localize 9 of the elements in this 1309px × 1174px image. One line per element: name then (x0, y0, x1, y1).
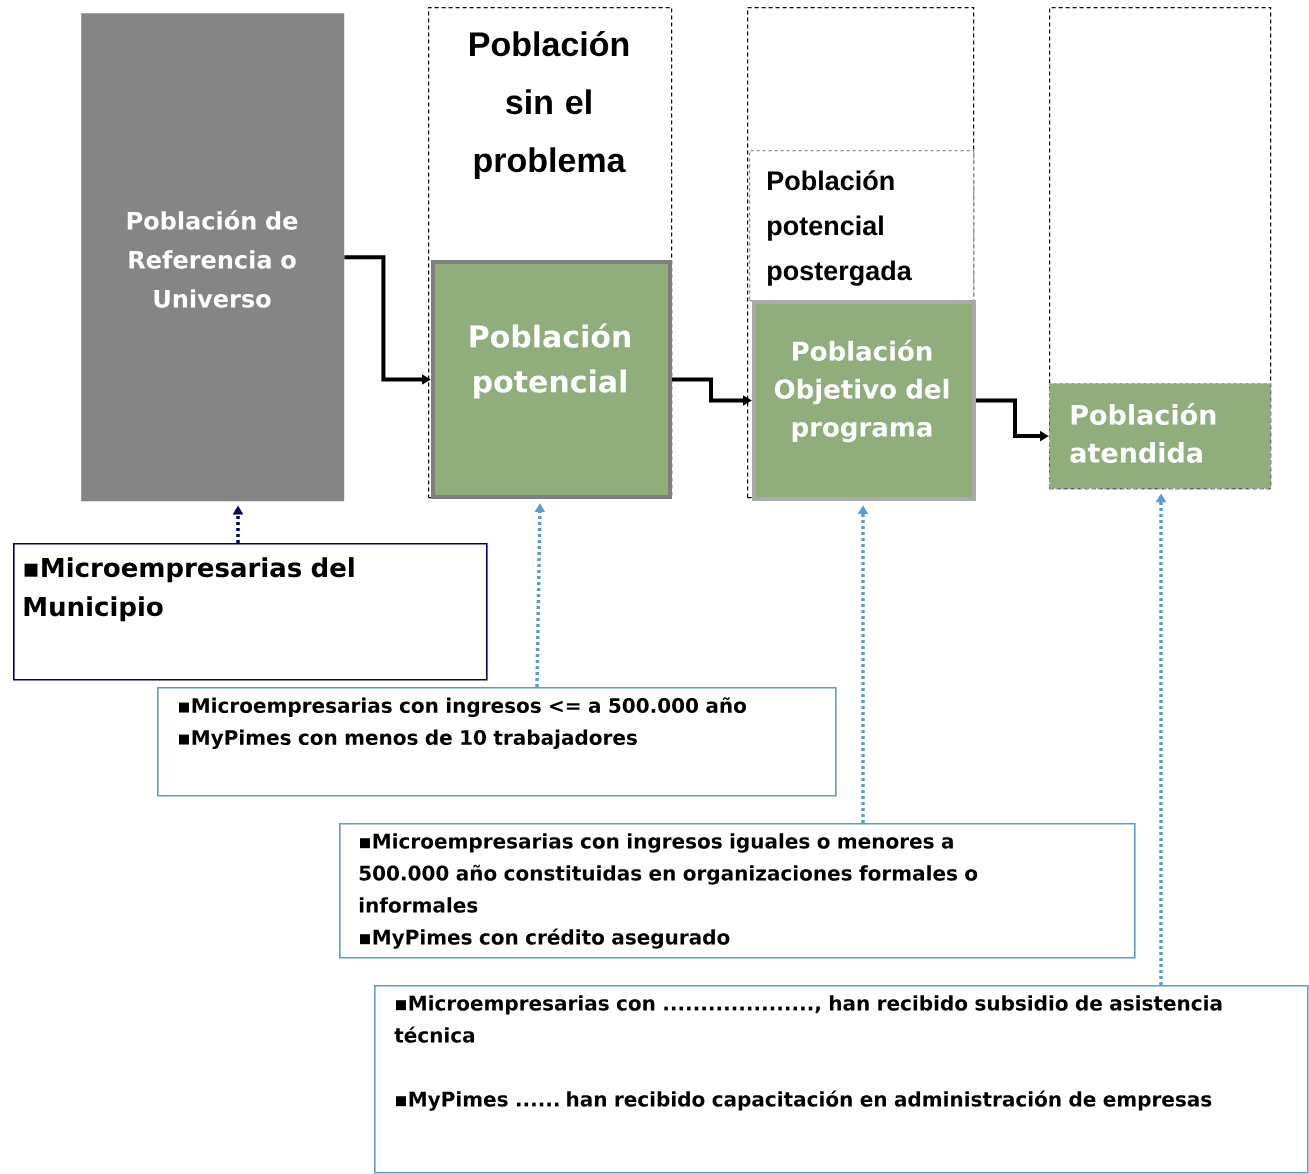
description-box: ▪Microempresarias con ingresos <= a 500.000 año ▪MyPimes con menos de 10 trabajadores (157, 687, 837, 797)
description-box: ▪Microempresarias del Municipio (13, 543, 488, 681)
population-box: Población de Referencia o Universo (81, 13, 345, 502)
population-box: Población atendida (1049, 383, 1272, 490)
description-box: ▪Microempresarias con ingresos iguales o menores a 500.000 año constituidas en organizaciones formales o informales ▪MyPimes con crédito asegurado (339, 823, 1136, 959)
deferred-population-box: Población potencial postergada (749, 150, 975, 302)
description-box: ▪Microempresarias con ...................., han recibido subsidio de asistencia técnica ▪MyPimes ...... han recibido capacitación en administración de empresas (374, 985, 1309, 1174)
population-box: Población potencial (431, 260, 672, 499)
population-box: Población Objetivo del programa (752, 300, 976, 501)
